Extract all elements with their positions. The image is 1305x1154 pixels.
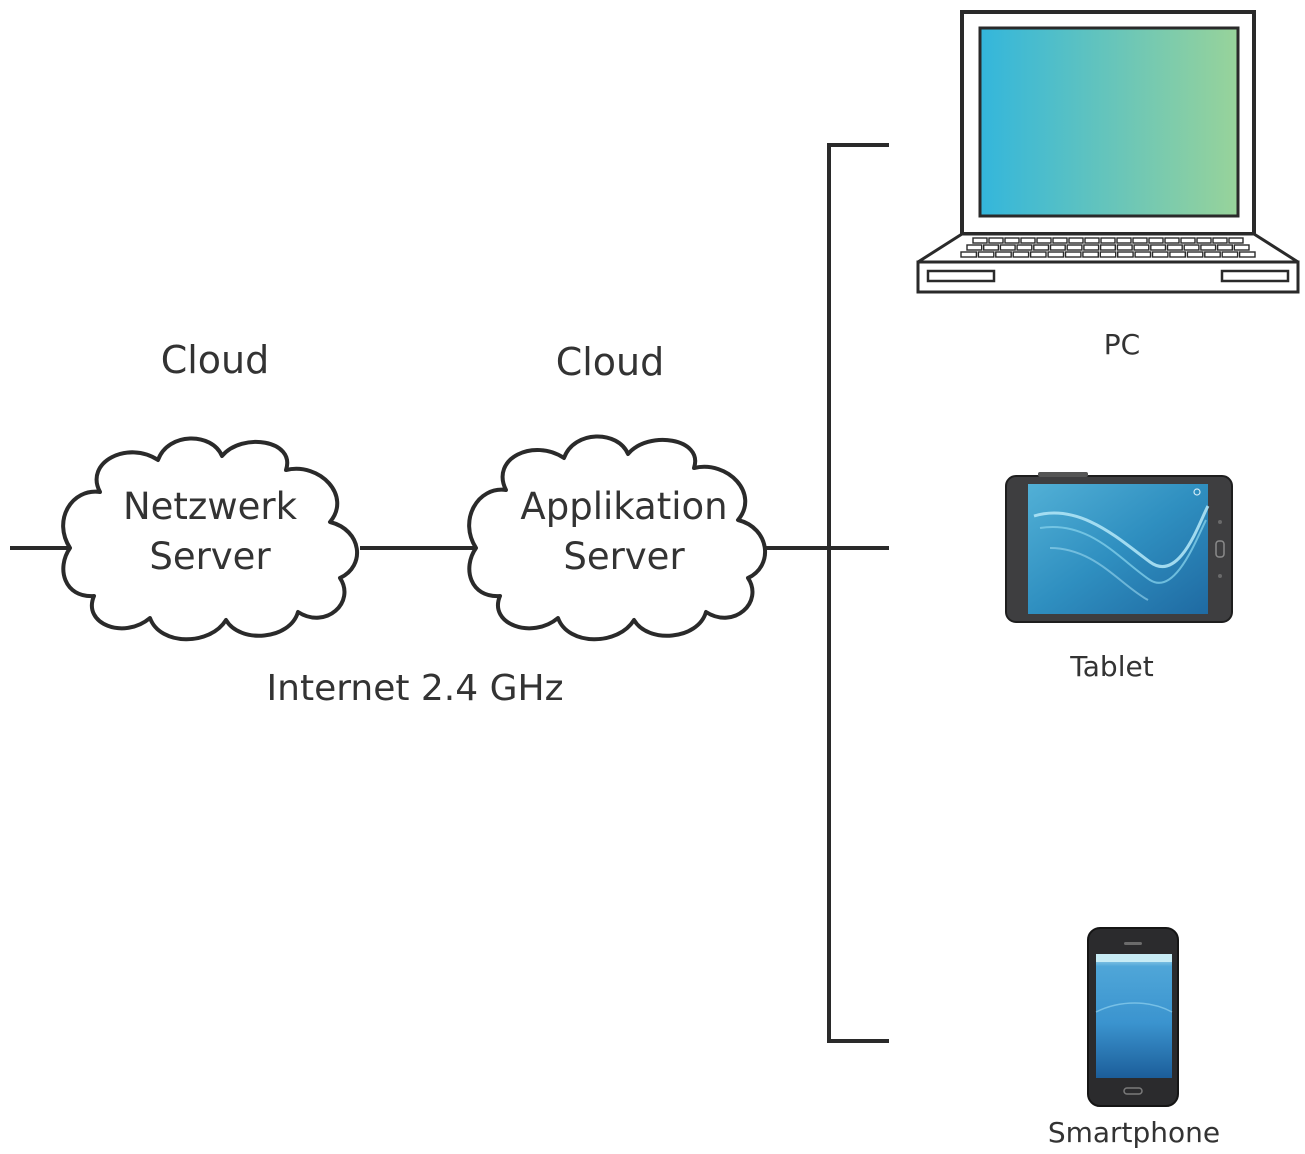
keyboard-key (1200, 244, 1217, 251)
cloud-2-line1: Applikation (520, 485, 728, 528)
keyboard-key (1116, 251, 1134, 258)
connection-lines (10, 143, 889, 1043)
keyboard-key (983, 244, 1000, 251)
keyboard-key (1212, 237, 1228, 244)
keyboard-key (999, 244, 1016, 251)
keyboard-key (1150, 244, 1167, 251)
keyboard (960, 237, 1256, 258)
cloud-2-title: Cloud (555, 340, 665, 384)
keyboard-key (1166, 244, 1183, 251)
keyboard-key (1116, 237, 1132, 244)
keyboard-key (1164, 237, 1180, 244)
keyboard-key (966, 244, 983, 251)
keyboard-key (1116, 244, 1133, 251)
keyboard-key (1066, 244, 1083, 251)
keyboard-key (1082, 251, 1100, 258)
device-bracket (827, 143, 889, 1043)
keyboard-key (1221, 251, 1239, 258)
keyboard-key (1047, 251, 1065, 258)
keyboard-key (1100, 237, 1116, 244)
cloud-2-line2: Server (563, 535, 685, 578)
keyboard-key (960, 251, 978, 258)
smartphone-label: Smartphone (1047, 1116, 1221, 1149)
keyboard-key (1064, 251, 1082, 258)
keyboard-key (972, 237, 988, 244)
keyboard-key (1148, 237, 1164, 244)
keyboard-key (1233, 244, 1250, 251)
keyboard-key (1169, 251, 1187, 258)
keyboard-key (1036, 237, 1052, 244)
keyboard-key (1033, 244, 1050, 251)
cloud-shape-applikation (467, 434, 767, 642)
keyboard-key (1133, 244, 1150, 251)
cloud-shape-netzwerk (61, 436, 359, 642)
keyboard-key (1099, 251, 1117, 258)
cloud-1-line1: Netzwerk (122, 485, 298, 528)
keyboard-key (995, 251, 1012, 258)
laptop-icon (916, 10, 1300, 294)
cloud-1-line2: Server (149, 535, 271, 578)
keyboard-key (1049, 244, 1066, 251)
keyboard-key (1099, 244, 1116, 251)
keyboard-key (1029, 251, 1047, 258)
keyboard-key (1004, 237, 1020, 244)
keyboard-key (1204, 251, 1221, 258)
keyboard-key (1196, 237, 1212, 244)
keyboard-key (1183, 244, 1200, 251)
keyboard-key (1068, 237, 1084, 244)
keyboard-key (1132, 237, 1148, 244)
keyboard-key (977, 251, 995, 258)
keyboard-key (1084, 237, 1100, 244)
keyboard-key (988, 237, 1004, 244)
smartphone-icon (1087, 927, 1179, 1107)
keyboard-key (1151, 251, 1169, 258)
keyboard-key (1180, 237, 1196, 244)
keyboard-key (1083, 244, 1100, 251)
network-label: Internet 2.4 GHz (266, 668, 564, 709)
keyboard-key (1012, 251, 1030, 258)
keyboard-key (1216, 244, 1233, 251)
tablet-label: Tablet (1070, 650, 1154, 683)
keyboard-key (1228, 237, 1244, 244)
cloud-1-title: Cloud (160, 338, 270, 382)
keyboard-key (1134, 251, 1152, 258)
keyboard-key (1020, 237, 1036, 244)
tablet-icon (1005, 472, 1233, 623)
keyboard-key (1186, 251, 1204, 258)
keyboard-key (1238, 251, 1256, 258)
pc-label: PC (1103, 328, 1141, 361)
keyboard-key (1052, 237, 1068, 244)
keyboard-key (1016, 244, 1033, 251)
